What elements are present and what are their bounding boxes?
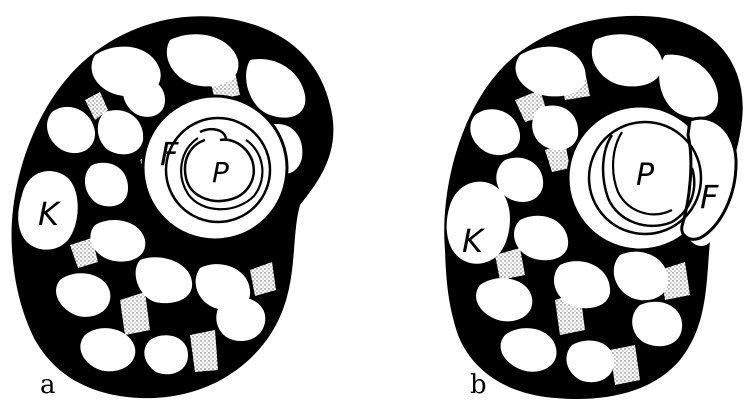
panel-b: K P F b: [444, 16, 742, 400]
label-p-a: P: [212, 156, 229, 189]
label-f-a: F: [160, 135, 179, 173]
label-k-b: K: [462, 222, 486, 260]
panel-a: K F P a: [12, 16, 334, 400]
label-p-b: P: [636, 158, 655, 193]
caption-b: b: [470, 370, 487, 400]
stipple-b-5: [610, 345, 640, 385]
caption-a: a: [40, 370, 56, 400]
label-f-b: F: [700, 178, 719, 216]
stipple-a-5: [190, 330, 218, 372]
label-k-a: K: [38, 195, 62, 233]
